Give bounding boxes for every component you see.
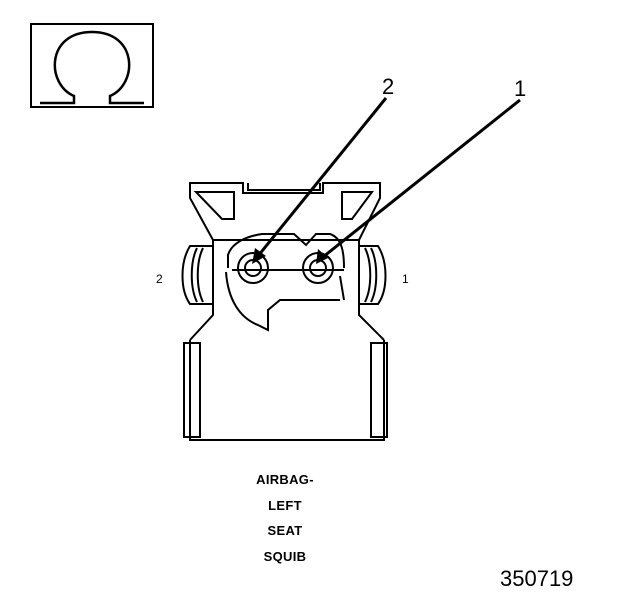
caption-line-2: LEFT: [268, 498, 302, 513]
pin-label-left: 2: [156, 272, 163, 286]
callout-1: 1: [514, 76, 526, 101]
connector-body: [181, 182, 388, 441]
terminal-2: [237, 252, 269, 284]
callout-2: 2: [382, 74, 394, 99]
ohmmeter-icon: [30, 23, 154, 108]
probe-leader-2: [252, 97, 388, 264]
pin-label-right: 1: [402, 272, 409, 286]
caption-line-1: AIRBAG-: [256, 472, 314, 487]
caption-line-4: SQUIB: [263, 549, 307, 564]
probe-leader-1: [316, 98, 521, 264]
figure-id: 350719: [500, 566, 574, 591]
caption-line-3: SEAT: [267, 523, 303, 538]
